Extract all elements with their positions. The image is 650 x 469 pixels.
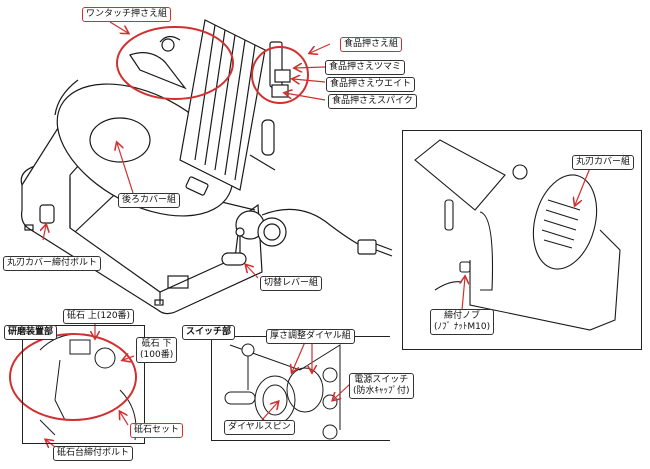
label-tightening-knob-line1: 締付ノブ <box>444 311 481 321</box>
sharpener-callouts <box>9 320 137 447</box>
switch-drawing <box>224 343 341 440</box>
switch-title: スイッチ部 <box>182 325 236 340</box>
label-switch-lever: 切替レバー組 <box>260 276 323 291</box>
label-power-switch-line1: 電源スイッチ <box>354 375 409 385</box>
label-one-touch-holder: ワンタッチ押さえ組 <box>82 7 172 22</box>
label-power-switch-line2: (防水ｷｬｯﾌﾟ付) <box>353 386 410 396</box>
label-food-holder-knob: 食品押さえツマミ <box>325 60 406 75</box>
label-stone-set: 砥石セット <box>130 423 184 438</box>
label-stone-upper: 砥石 上(120番) <box>63 309 135 324</box>
rear-leaders <box>462 167 591 311</box>
label-blade-cover: 丸刃カバー組 <box>572 155 635 170</box>
rear-view-frame <box>402 130 642 350</box>
main-callouts <box>116 26 309 104</box>
switch-leaders <box>261 341 351 421</box>
label-rear-cover: 後ろカバー組 <box>118 193 181 208</box>
main-leaders <box>43 21 331 279</box>
label-dial-spin: ダイヤルスピン <box>224 420 295 435</box>
sharpener-frame <box>22 325 145 444</box>
label-stone-base-bolt: 砥石台締付ボルト <box>53 446 134 461</box>
label-stone-lower-line2: (100番) <box>140 350 174 360</box>
label-food-holder-weight: 食品押さえウエイト <box>326 77 416 92</box>
label-blade-cover-bolt: 丸刃カバー締付ボルト <box>3 256 102 271</box>
label-tightening-knob: 締付ノブ (ﾉﾌﾞ ﾅｯﾄM10) <box>430 309 495 335</box>
label-stone-lower-line1: 砥石 下 <box>141 339 172 349</box>
label-stone-lower: 砥石 下 (100番) <box>136 337 178 363</box>
label-power-switch: 電源スイッチ (防水ｷｬｯﾌﾟ付) <box>349 373 414 399</box>
sharpener-title: 研磨装置部 <box>4 325 58 340</box>
label-thickness-dial: 厚さ調整ダイヤル組 <box>266 329 355 344</box>
label-tightening-knob-line2: (ﾉﾌﾞ ﾅｯﾄM10) <box>434 322 491 332</box>
label-food-holder-spike: 食品押さえスパイク <box>328 94 417 109</box>
label-food-holder: 食品押さえ組 <box>340 37 403 52</box>
main-machine-drawing <box>20 19 393 315</box>
